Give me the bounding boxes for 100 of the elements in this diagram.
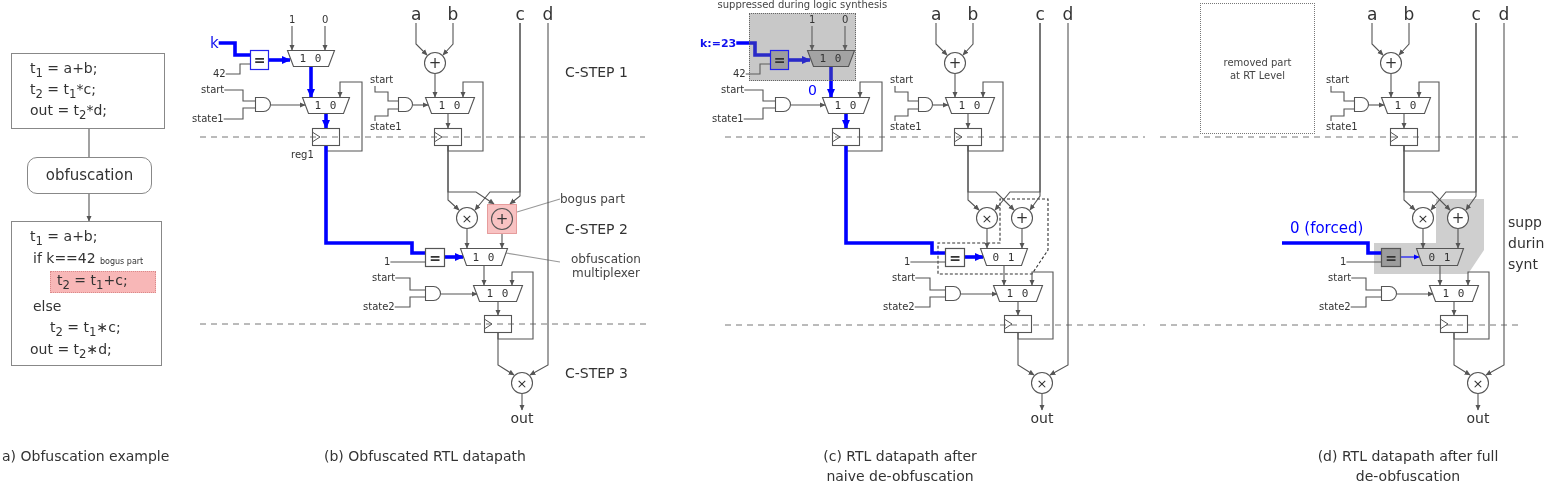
arrow <box>1019 228 1025 249</box>
arrow <box>994 22 1041 211</box>
process-box: obfuscation <box>27 157 152 194</box>
arrow <box>1368 102 1385 108</box>
signal-label: state1 <box>890 121 922 133</box>
arrow <box>495 301 501 316</box>
edge-label: 0 (forced) <box>1290 219 1364 237</box>
code-box <box>11 53 165 129</box>
arrow <box>841 114 851 129</box>
signal-label: start <box>1326 74 1350 86</box>
arrow <box>1437 265 1443 286</box>
multiplexer: 1 0 <box>993 285 1043 302</box>
multiplexer: 1 0 <box>287 50 335 67</box>
signal-label: start <box>890 74 914 86</box>
multiplexer: 1 0 <box>807 50 855 67</box>
wire <box>736 41 770 57</box>
and-gate <box>775 97 791 112</box>
input-label: a <box>1367 5 1378 23</box>
register-label: reg1 <box>291 149 314 161</box>
output-label: out <box>1466 410 1490 426</box>
arrow <box>789 55 811 65</box>
and-gate <box>918 97 933 112</box>
comparator: = <box>250 50 269 70</box>
arrow <box>962 22 974 56</box>
key-input-label: k <box>210 36 219 50</box>
arrow <box>1017 271 1054 340</box>
arrow <box>1403 81 1440 152</box>
and-gate <box>1381 286 1397 301</box>
arrow <box>1039 393 1045 411</box>
wire <box>223 107 256 120</box>
adder: + <box>944 52 966 74</box>
step-label: C-STEP 3 <box>565 365 628 381</box>
arrow <box>932 102 949 108</box>
edge-label: 0 <box>808 82 817 98</box>
multiplier: × <box>1467 372 1489 394</box>
region-heading: suppressed during logic synthesis <box>717 0 888 11</box>
multiplexer: 1 0 <box>945 97 995 114</box>
wire <box>1350 296 1382 308</box>
arrow <box>86 193 92 222</box>
adder: + <box>1447 207 1469 229</box>
wire <box>324 146 425 255</box>
arrow <box>809 25 815 51</box>
register <box>484 315 512 333</box>
code-line: t$_{1}$ = a+b; <box>30 227 98 250</box>
arrow <box>1485 22 1505 376</box>
multiplier: × <box>1412 207 1434 229</box>
arrow <box>445 252 464 262</box>
arrow <box>1475 393 1481 411</box>
leader-line <box>516 198 561 213</box>
input-label: b <box>1403 5 1415 23</box>
signal-label: state1 <box>1326 121 1358 133</box>
side-note: supp durin synt <box>1508 213 1546 274</box>
highlighted-adder: + <box>487 204 517 234</box>
wire <box>223 89 256 102</box>
comparator: = <box>1381 248 1401 267</box>
arrow <box>289 25 295 51</box>
register <box>832 128 860 146</box>
and-gate <box>945 286 961 301</box>
arrow <box>306 67 316 98</box>
output-label: out <box>1030 410 1054 426</box>
arrow <box>447 145 495 205</box>
input-label: a <box>931 5 942 23</box>
arrow <box>270 102 306 108</box>
arrow <box>519 393 525 411</box>
arrow <box>464 228 470 249</box>
arrow <box>965 252 984 262</box>
arrow <box>965 113 971 129</box>
register <box>434 128 462 146</box>
constant-label: 42 <box>733 68 746 80</box>
arrow <box>325 81 363 152</box>
wire <box>1330 85 1355 102</box>
multiplexer: 1 0 <box>1381 97 1431 114</box>
arrow <box>960 291 998 297</box>
multiplexer: 1 0 <box>1429 285 1479 302</box>
constant-label: 0 <box>322 14 329 26</box>
input-label: d <box>1498 5 1510 23</box>
register <box>1440 315 1468 333</box>
signal-label: state1 <box>192 113 224 125</box>
arrow <box>1371 22 1384 56</box>
and-gate <box>398 97 413 112</box>
signal-label: start <box>1328 272 1352 284</box>
wire <box>844 146 945 255</box>
signal-label: state2 <box>363 301 395 313</box>
wire <box>743 107 776 120</box>
arrow <box>1453 332 1471 376</box>
arrow <box>412 102 429 108</box>
wire <box>1330 108 1355 122</box>
arrow <box>1401 113 1407 129</box>
arrow <box>440 291 478 297</box>
register <box>954 128 982 146</box>
multiplier: × <box>976 207 998 229</box>
constant-label: 42 <box>213 68 226 80</box>
input-label: a <box>411 5 422 23</box>
arrow <box>1451 301 1457 316</box>
arrow <box>1398 22 1410 56</box>
wire <box>1282 241 1381 255</box>
code-line: else <box>33 297 62 315</box>
arrow <box>1403 145 1451 211</box>
register <box>1004 315 1032 333</box>
arrow <box>1430 22 1477 211</box>
